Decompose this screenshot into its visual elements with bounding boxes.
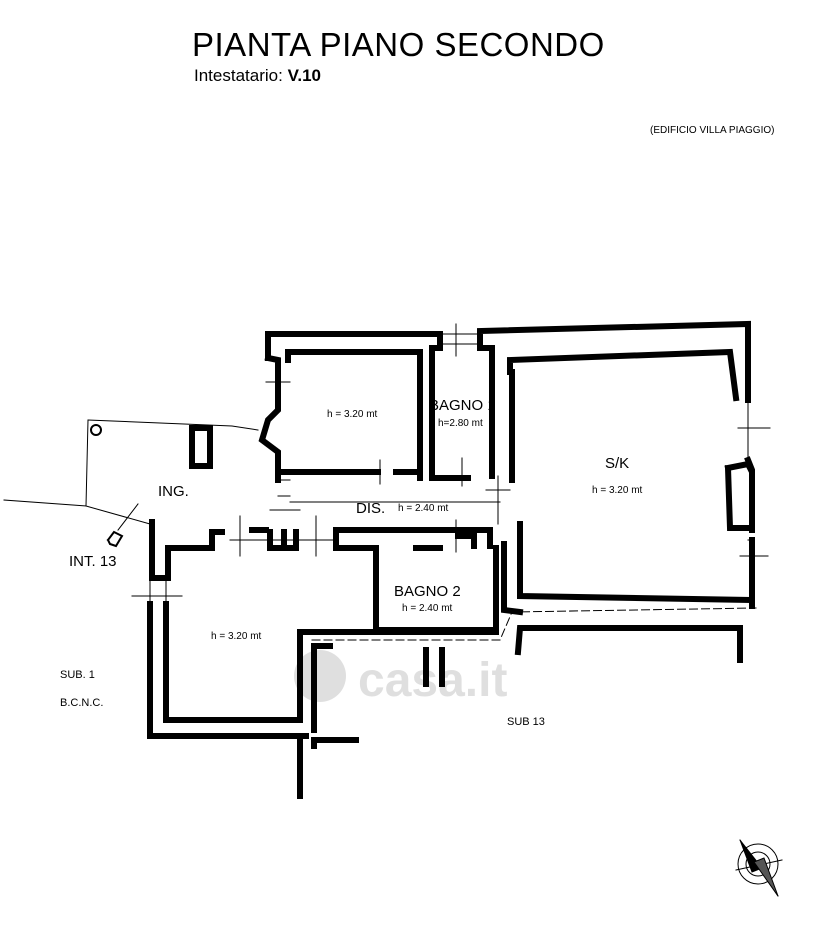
room-top-height: h = 3.20 mt [327, 409, 378, 420]
sk-height: h = 3.20 mt [592, 485, 643, 496]
building-name: (EDIFICIO VILLA PIAGGIO) [650, 125, 775, 136]
watermark-text: casa.it [358, 654, 507, 707]
dis-name: DIS. [356, 500, 386, 517]
sub1-label: SUB. 1 [60, 669, 95, 681]
sk-name: S/K [605, 455, 630, 472]
sub13-label: SUB 13 [507, 716, 545, 728]
entrance-arrow-icon [106, 530, 124, 548]
owner-line: Intestatario: V.10 [194, 66, 321, 86]
bagno2-height: h = 2.40 mt [402, 603, 453, 614]
bagno2-name: BAGNO 2 [394, 583, 461, 600]
ing-name: ING. [158, 483, 189, 500]
owner-label: Intestatario: [194, 66, 283, 85]
watermark-logo: casa.it [294, 650, 507, 707]
outer-walls [147, 320, 755, 799]
bagno1-name: BAGNO 1 [429, 397, 496, 414]
plan-title: PIANTA PIANO SECONDO [192, 26, 605, 63]
dis-height: h = 2.40 mt [398, 503, 449, 514]
thin-lines [3, 323, 771, 641]
compass-icon [735, 839, 783, 897]
owner-value: V.10 [287, 66, 321, 85]
bcnc-label: B.C.N.C. [60, 697, 104, 709]
bagno1-height: h=2.80 mt [438, 418, 483, 429]
entrance-label: INT. 13 [69, 553, 117, 570]
room-bottom-height: h = 3.20 mt [211, 631, 262, 642]
